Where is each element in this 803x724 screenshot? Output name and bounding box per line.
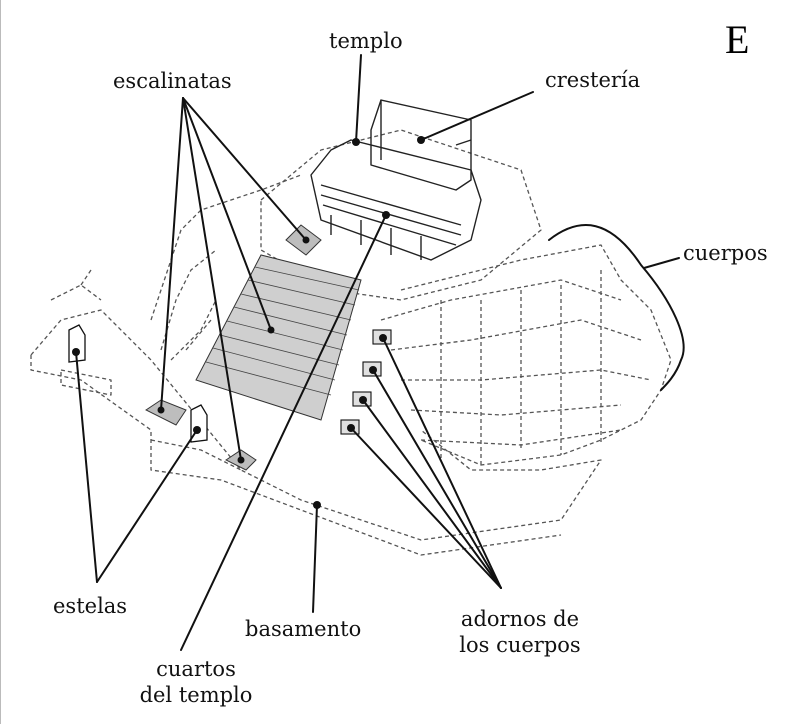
label-adornos-line2: los cuerpos — [459, 633, 581, 657]
label-estelas: estelas — [53, 594, 128, 618]
leader-templo — [355, 54, 362, 143]
label-cuartos-line1: cuartos — [156, 657, 236, 681]
leader-cuartos — [180, 214, 387, 651]
label-cuartos-line2: del templo — [139, 683, 253, 707]
cuerpos-bracket — [548, 224, 685, 391]
leader-cuerpos — [643, 257, 680, 269]
leader-cresteria — [420, 91, 534, 141]
leader-estelas-2 — [96, 429, 198, 583]
label-basamento: basamento — [245, 617, 362, 641]
leader-escalinatas-2 — [182, 97, 242, 461]
label-cuartos: cuartos del templo — [121, 656, 271, 708]
leader-estelas-1 — [75, 351, 98, 583]
basamento-outline — [30, 309, 602, 556]
leader-adornos-4 — [350, 427, 502, 589]
leader-escalinatas-1 — [160, 97, 184, 411]
label-cresteria: crestería — [545, 68, 641, 92]
label-templo: templo — [329, 29, 403, 53]
leader-adornos-3 — [362, 399, 502, 589]
label-adornos: adornos de los cuerpos — [445, 606, 595, 658]
temple-outline — [310, 139, 482, 261]
label-cuerpos: cuerpos — [683, 241, 768, 265]
leader-basamento — [312, 504, 318, 613]
leader-escalinatas-3 — [182, 97, 272, 331]
leader-adornos-1 — [382, 337, 502, 589]
cuerpos-right — [380, 244, 672, 466]
label-escalinatas: escalinatas — [113, 69, 232, 93]
panel-letter: E — [725, 17, 750, 62]
leader-adornos-2 — [372, 369, 502, 589]
leader-escalinatas-4 — [182, 97, 307, 241]
label-adornos-line1: adornos de — [460, 607, 580, 631]
